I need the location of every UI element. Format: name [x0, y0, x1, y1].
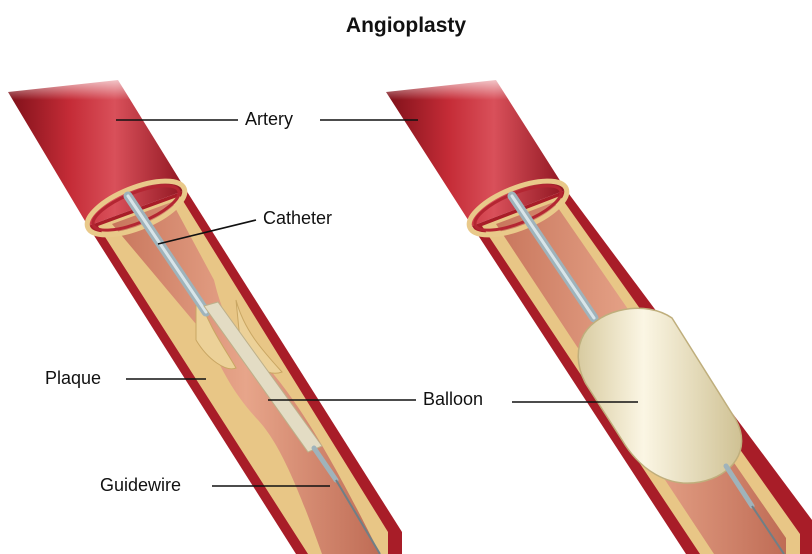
label-plaque: Plaque [45, 368, 101, 389]
label-guidewire: Guidewire [100, 475, 181, 496]
label-balloon: Balloon [423, 389, 483, 410]
left-artery [0, 70, 402, 554]
right-artery [378, 70, 812, 554]
label-artery: Artery [245, 109, 293, 130]
label-catheter: Catheter [263, 208, 332, 229]
